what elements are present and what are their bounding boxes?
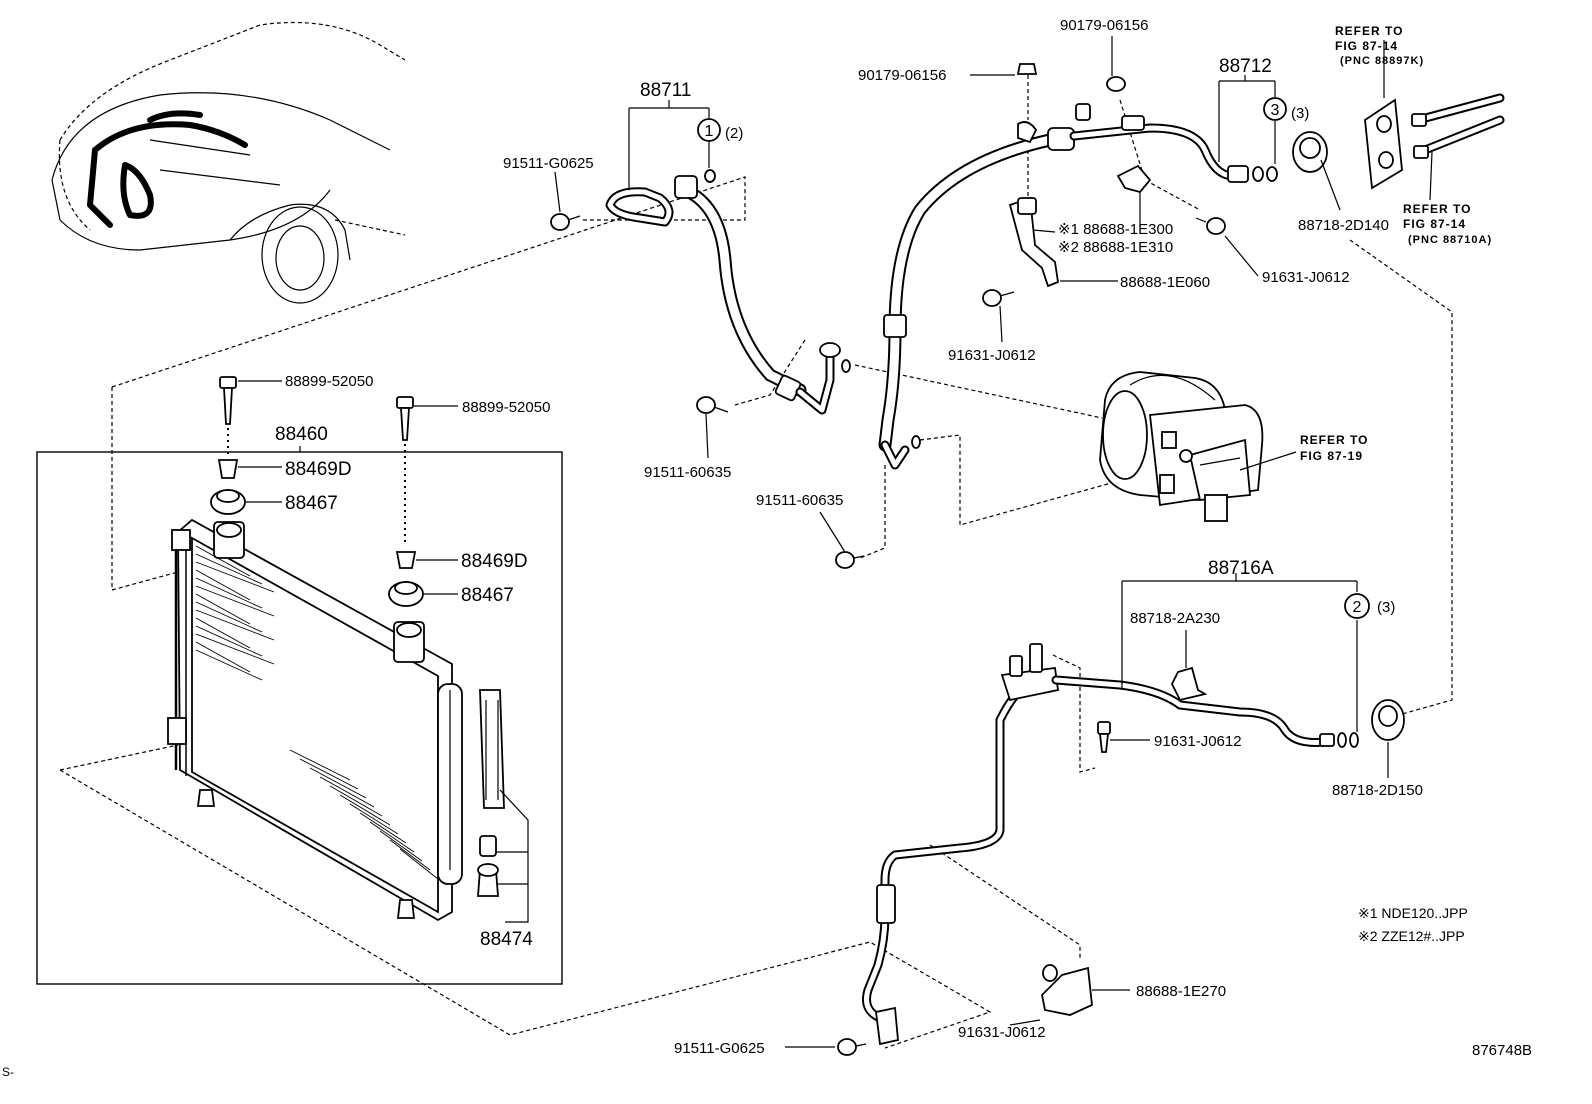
leader-lines <box>554 36 1433 1048</box>
note-2: ※2 ZZE12#..JPP <box>1358 928 1465 944</box>
label-88467-b: 88467 <box>461 585 514 606</box>
condenser-fin <box>329 785 383 817</box>
condenser-fin <box>195 641 251 673</box>
label-refer-87-14-b2: FIG 87-14 <box>1403 217 1466 231</box>
marker-2-text: 2 <box>1353 599 1362 616</box>
condenser-fin <box>369 821 415 853</box>
label-91511-g0625-bottom: 91511-G0625 <box>674 1040 765 1057</box>
label-88474: 88474 <box>480 929 533 950</box>
label-refer-87-14-a2: FIG 87-14 <box>1335 39 1398 53</box>
label-refer-87-19-b: FIG 87-19 <box>1300 449 1363 463</box>
label-88469d-a: 88469D <box>285 459 352 480</box>
evaporator-fittings <box>1292 93 1505 190</box>
compressor <box>1099 371 1297 522</box>
condenser-group-box <box>36 446 563 985</box>
label-88718-2d140: 88718-2D140 <box>1298 217 1389 234</box>
condenser-fin <box>379 830 423 862</box>
label-91511-60635-a: 91511-60635 <box>644 464 731 481</box>
circle-marker-3: 3 <box>1263 97 1287 121</box>
condenser-fin <box>195 577 263 609</box>
label-91631-j0612-c: 91631-J0612 <box>1154 733 1242 750</box>
label-88688-1e270: 88688-1E270 <box>1136 983 1226 1000</box>
condenser-fasteners <box>210 376 458 607</box>
bolt-91511-60635-b <box>835 551 865 569</box>
vehicle-sketch <box>51 21 406 304</box>
label-refer-87-14-a1: REFER TO <box>1335 24 1403 38</box>
label-marker1-qty: (2) <box>725 125 743 142</box>
label-91631-j0612-b: 91631-J0612 <box>948 347 1036 364</box>
label-88688-1e300: ※1 88688-1E300 <box>1058 221 1173 238</box>
circle-marker-2: 2 <box>1344 593 1370 619</box>
label-91631-j0612-d: 91631-J0612 <box>958 1024 1046 1041</box>
label-88688-1e310: ※2 88688-1E310 <box>1058 239 1173 256</box>
condenser-fin <box>389 839 431 871</box>
illustration-code: 876748B <box>1472 1042 1532 1059</box>
condenser-fin <box>195 649 263 681</box>
label-88688-1e060: 88688-1E060 <box>1120 274 1210 291</box>
condenser-fin <box>195 561 275 593</box>
condenser-fin <box>349 803 399 835</box>
label-90179-left: 90179-06156 <box>858 67 946 84</box>
label-88469d-b: 88469D <box>461 551 528 572</box>
label-88716a: 88716A <box>1208 558 1274 579</box>
marker-3-text: 3 <box>1271 102 1280 119</box>
condenser-fin <box>339 794 391 826</box>
label-88718-2d150: 88718-2D150 <box>1332 782 1423 799</box>
condenser-fin <box>195 609 275 641</box>
condenser-88460 <box>167 518 453 922</box>
label-88899-52050-b: 88899-52050 <box>462 399 550 416</box>
label-88899-52050-a: 88899-52050 <box>285 373 373 390</box>
label-88467-a: 88467 <box>285 493 338 514</box>
label-90179-top: 90179-06156 <box>1060 17 1148 34</box>
circle-marker-1: 1 <box>697 118 721 142</box>
label-marker2-qty: (3) <box>1377 599 1395 616</box>
condenser-fin <box>399 848 439 880</box>
condenser-fin <box>289 749 351 781</box>
part-labels: 88711 (2) 91511-G0625 90179-06156 90179-… <box>2 17 1532 1079</box>
condenser-fin <box>195 569 251 601</box>
condenser-fin <box>309 767 367 799</box>
label-91511-g0625-top: 91511-G0625 <box>503 155 594 172</box>
receiver-dryer <box>437 683 529 923</box>
label-91511-60635-b: 91511-60635 <box>756 492 843 509</box>
label-88711: 88711 <box>640 80 691 101</box>
condenser-fin <box>319 776 375 808</box>
liquid-line-88716a <box>837 643 1405 1056</box>
label-91631-j0612-a: 91631-J0612 <box>1262 269 1350 286</box>
note-1: ※1 NDE120..JPP <box>1358 905 1468 921</box>
label-refer-87-14-b1: REFER TO <box>1403 202 1471 216</box>
label-refer-87-14-a3: (PNC 88897K) <box>1340 55 1424 67</box>
condenser-fin <box>195 545 251 577</box>
condenser-fin <box>195 617 251 649</box>
discharge-hose-88711 <box>550 169 851 415</box>
label-marker3-qty: (3) <box>1291 105 1309 122</box>
label-88460: 88460 <box>275 424 328 445</box>
marker-1-text: 1 <box>705 123 714 140</box>
suction-hose-88712 <box>878 63 1278 470</box>
condenser-fin <box>195 585 275 617</box>
condenser-fin <box>359 812 407 844</box>
condenser-fin <box>195 633 275 665</box>
condenser-fin <box>195 601 263 633</box>
label-refer-87-19-a: REFER TO <box>1300 433 1368 447</box>
label-88712: 88712 <box>1219 56 1272 77</box>
label-refer-87-14-b3: (PNC 88710A) <box>1408 234 1492 246</box>
condenser-fin <box>195 625 263 657</box>
page-marker: S- <box>2 1065 14 1079</box>
condenser-fin <box>299 758 359 790</box>
condenser-fin <box>195 593 251 625</box>
label-88718-2a230: 88718-2A230 <box>1130 610 1220 627</box>
condenser-fin <box>195 553 263 585</box>
